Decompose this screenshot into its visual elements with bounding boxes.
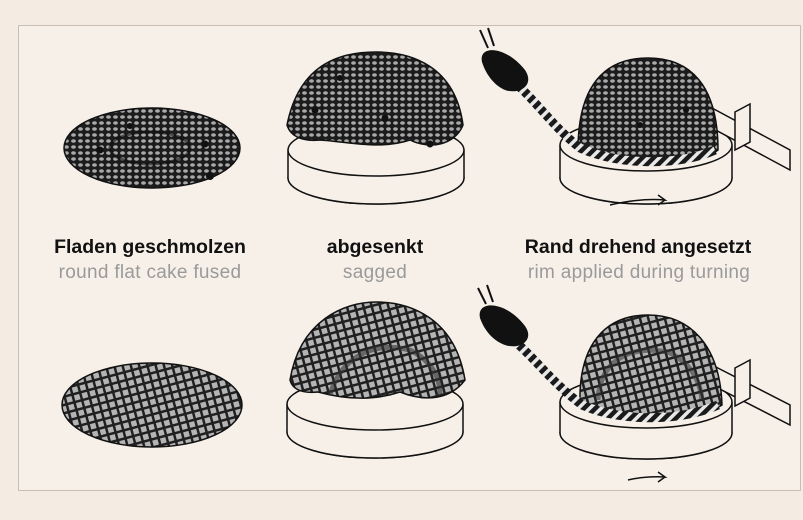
step-3-label-de: Rand drehend angesetzt <box>488 236 788 259</box>
step-3-label-en: rim applied during turning <box>484 262 794 284</box>
sagged-dome-millefiori <box>287 52 464 204</box>
step-2-label-en: sagged <box>300 262 450 284</box>
rim-applied-reticella <box>478 285 790 459</box>
step-1-label-de: Fladen geschmolzen <box>30 236 270 259</box>
sagged-dome-reticella <box>287 302 465 458</box>
step-1-label-en: round flat cake fused <box>30 262 270 284</box>
flat-cake-millefiori <box>64 108 240 188</box>
step-2-label-de: abgesenkt <box>300 236 450 259</box>
rim-applied-millefiori <box>480 28 790 204</box>
flat-cake-reticella <box>62 363 242 447</box>
rotation-arrow-icon <box>628 472 665 482</box>
